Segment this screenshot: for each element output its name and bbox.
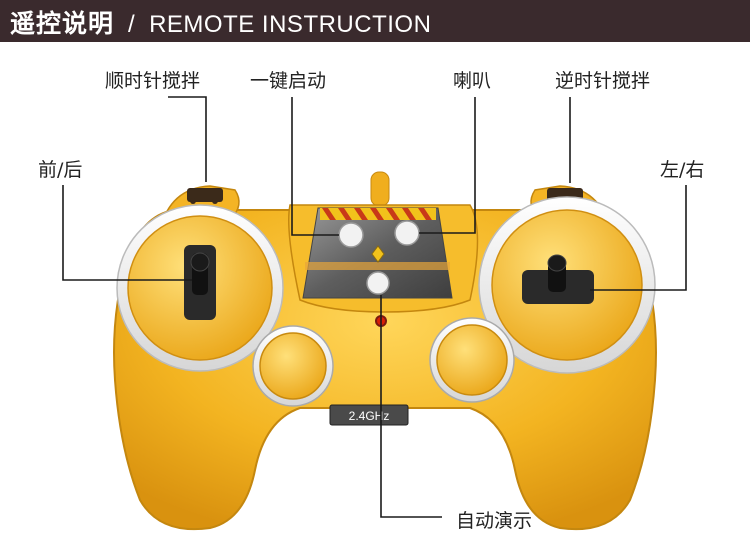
antenna-nub	[370, 171, 390, 207]
frequency-badge	[329, 404, 409, 426]
auto-demo-button[interactable]	[366, 271, 390, 295]
label-clockwise-mix: 顺时针搅拌	[105, 70, 201, 92]
label-auto-demo: 自动演示	[456, 510, 533, 532]
label-horn: 喇叭	[453, 70, 492, 92]
label-one-key-start: 一键启动	[250, 70, 327, 92]
label-left-right: 左/右	[660, 159, 705, 181]
leader-left-right	[590, 185, 687, 291]
title-english: REMOTE INSTRUCTION	[149, 11, 432, 38]
left-lower-knob[interactable]	[259, 332, 327, 400]
start-button[interactable]	[338, 222, 364, 248]
leader-start	[291, 97, 339, 236]
label-counter-clockwise-mix: 逆时针搅拌	[555, 70, 651, 92]
header-bar: 遥控说明 / REMOTE INSTRUCTION	[0, 0, 750, 42]
diamond-emblem	[371, 245, 385, 263]
right-lower-knob[interactable]	[436, 324, 508, 396]
title-separator: /	[127, 11, 136, 38]
leader-auto-demo	[380, 295, 442, 518]
left-stick-knob	[190, 252, 210, 272]
title-chinese: 遥控说明	[10, 9, 115, 38]
leader-forward-back	[62, 185, 192, 281]
horn-button[interactable]	[394, 220, 420, 246]
frequency-label: 2.4GHz	[349, 409, 390, 423]
right-stick-knob	[547, 254, 567, 272]
left-truck-logo	[187, 188, 223, 204]
leader-lines	[62, 96, 687, 518]
page-title: 遥控说明 / REMOTE INSTRUCTION	[10, 4, 431, 40]
leader-horn	[419, 97, 476, 234]
hazard-stripes	[305, 208, 450, 270]
leader-clockwise	[168, 96, 207, 182]
label-forward-back: 前/后	[38, 159, 83, 181]
